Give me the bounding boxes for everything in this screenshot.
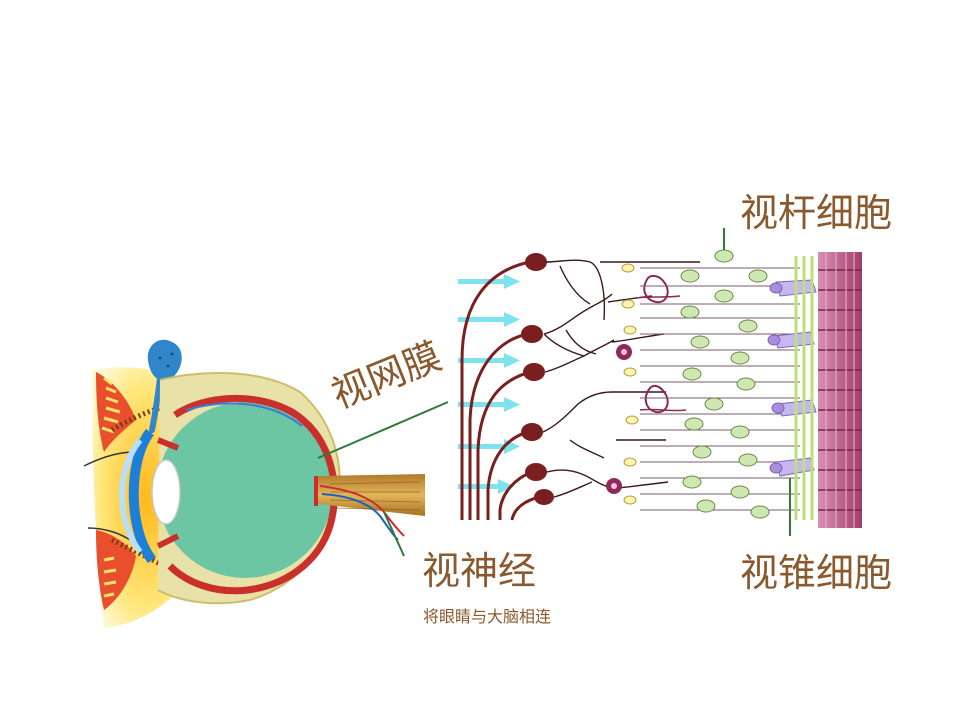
light-arrow-icon: [458, 312, 520, 327]
eye-cross-section-icon: [83, 339, 425, 628]
light-arrows: [458, 274, 520, 494]
pigment-epithelium-band: [818, 252, 862, 528]
cone-cell-label: 视锥细胞: [740, 551, 893, 595]
rod-outer-segments: [794, 256, 814, 520]
bipolar-cells: [621, 263, 639, 505]
light-arrow-icon: [458, 353, 520, 368]
lacrimal-gland: [147, 339, 182, 433]
receptor-fibers: [640, 267, 800, 511]
retina-leader-line: [317, 401, 449, 459]
rod-nuclei: [680, 249, 770, 519]
rod-cell-label: 视杆细胞: [740, 191, 893, 235]
optic-nerve-stalk: [314, 474, 425, 541]
light-arrow-icon: [458, 397, 520, 412]
retina-layers-icon: [458, 249, 862, 528]
ganglion-cells: [521, 253, 554, 505]
amacrine-cells: [606, 274, 687, 494]
light-arrow-icon: [458, 274, 520, 289]
optic-nerve-leader-line: [383, 511, 405, 557]
lower-eyelid: [87, 527, 166, 610]
leader-lines: [317, 228, 791, 557]
cone-bodies: [767, 279, 817, 477]
ganglion-axons: [460, 260, 541, 521]
optic-nerve-description: 将眼睛与大脑相连: [423, 607, 552, 626]
optic-nerve-label: 视神经: [422, 549, 537, 593]
